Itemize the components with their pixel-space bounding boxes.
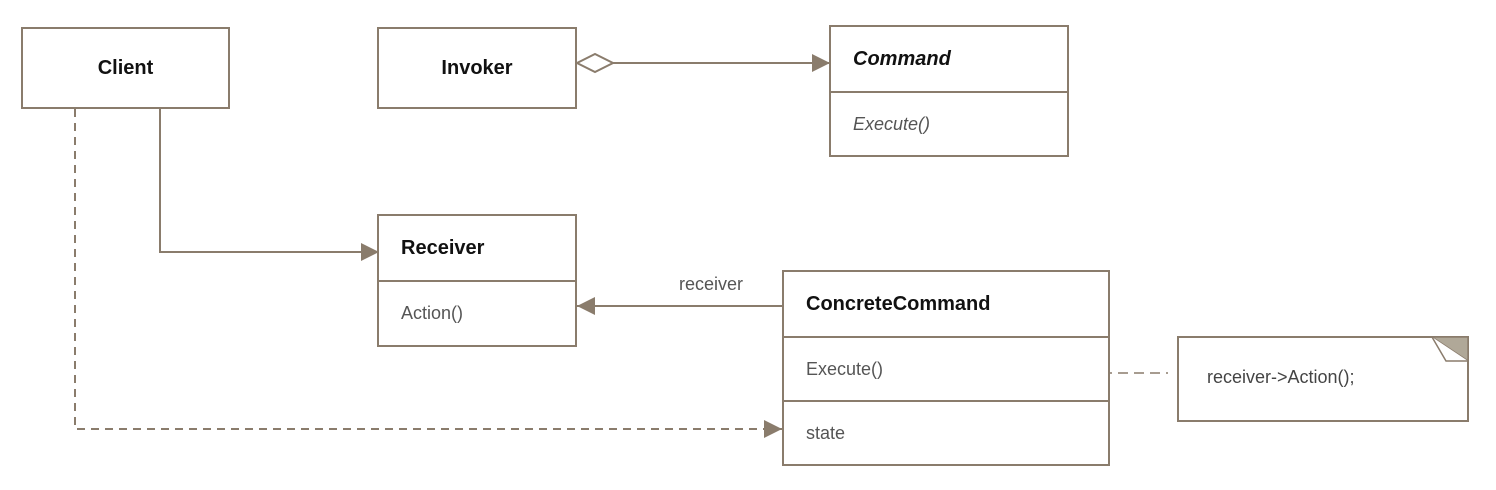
client-class-name: Client (97, 56, 154, 79)
note-shape (1177, 336, 1469, 422)
client-class: Client (21, 27, 230, 109)
client-to-concretecommand-line (74, 109, 782, 438)
note-fold-edge (1431, 336, 1468, 362)
concretecommand-operation: Execute() (784, 336, 1108, 400)
command-class-name: Command (853, 47, 951, 70)
receiver-operation: Action() (379, 280, 575, 345)
receiver-role-label: receiver (679, 274, 744, 294)
concretecommand-class: ConcreteCommand Execute() state (782, 270, 1110, 466)
command-class: Command Execute() (829, 25, 1069, 157)
receiver-class-name: Receiver (401, 236, 485, 259)
aggregation-diamond (574, 52, 616, 74)
command-operation: Execute() (831, 91, 1067, 155)
concretecommand-class-name: ConcreteCommand (806, 292, 991, 315)
invoker-class: Invoker (377, 27, 577, 109)
receiver-class: Receiver Action() (377, 214, 577, 347)
client-to-receiver-line (159, 109, 379, 261)
concretecommand-attribute: state (784, 400, 1108, 464)
invoker-class-name: Invoker (441, 56, 513, 79)
note-text: receiver->Action(); (1207, 367, 1355, 387)
